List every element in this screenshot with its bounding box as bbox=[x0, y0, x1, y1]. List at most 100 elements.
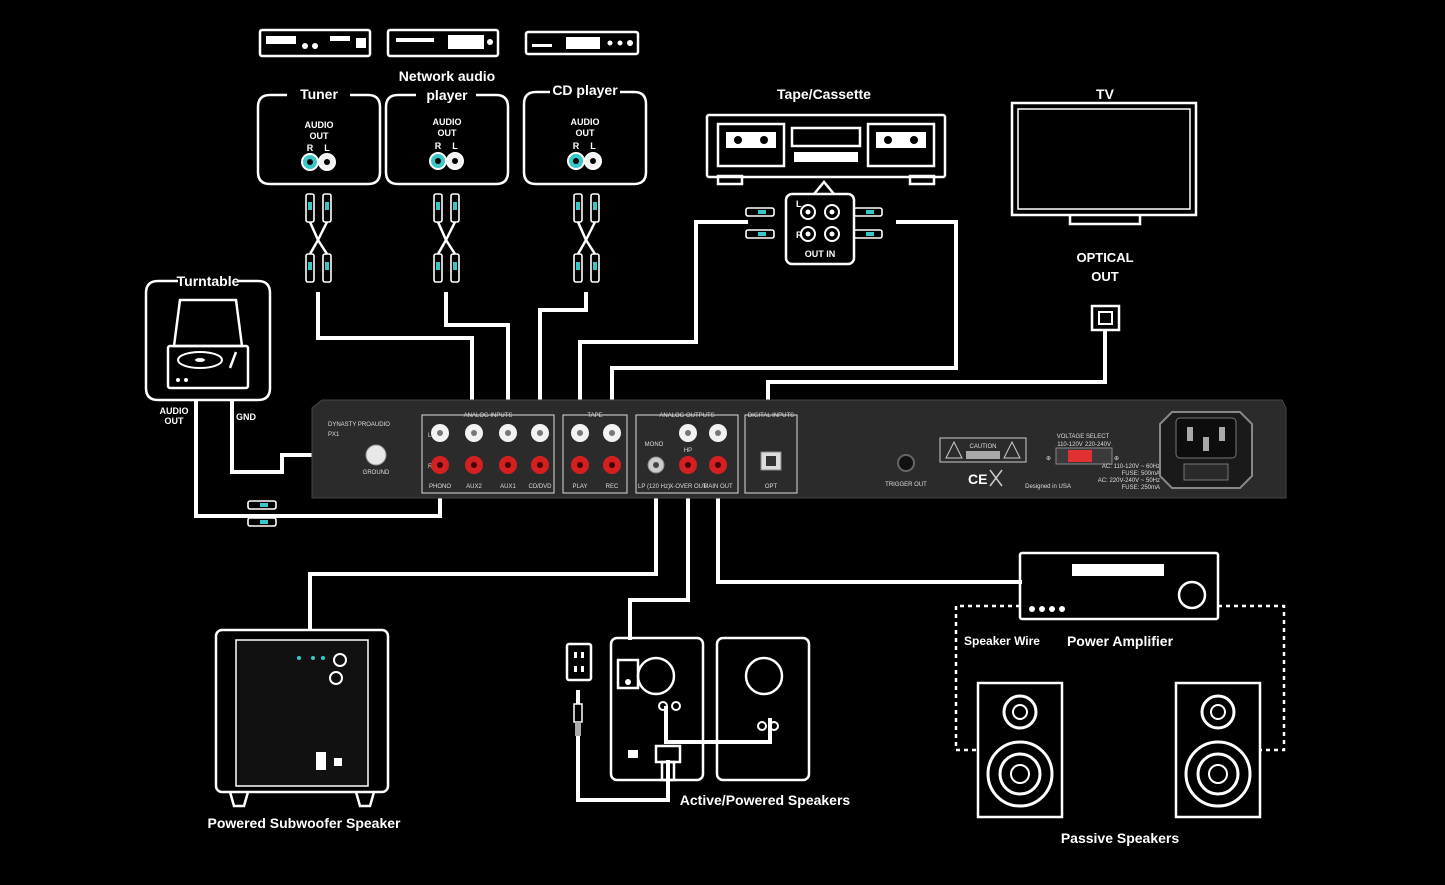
power-spec-2: FUSE: 500mA bbox=[1122, 471, 1160, 477]
tape-cassette-label: Tape/Cassette bbox=[777, 86, 871, 102]
voltage-select-label: VOLTAGE SELECT bbox=[1057, 434, 1110, 440]
voltage-option-110: 110-120V bbox=[1057, 442, 1083, 448]
wire-active bbox=[628, 464, 690, 640]
turntable-device: Turntable AUDIO OUT GND bbox=[144, 273, 272, 426]
cd-player-device-icon bbox=[524, 30, 640, 56]
network-out-label: OUT bbox=[438, 128, 458, 138]
wire-network-to-aux1 bbox=[444, 292, 510, 430]
tv-device: TV OPTICAL OUT bbox=[1010, 86, 1198, 332]
voltage-switch bbox=[1068, 450, 1092, 462]
turntable-label: Turntable bbox=[177, 273, 240, 289]
input-cddvd-label: CD/DVD bbox=[528, 484, 552, 490]
turntable-audio-label: AUDIO bbox=[160, 406, 189, 416]
cd-player-label: CD player bbox=[552, 82, 618, 98]
tape-l-label: L bbox=[796, 199, 802, 209]
cd-out-label: OUT bbox=[576, 128, 596, 138]
power-amplifier-device: Power Amplifier Speaker Wire bbox=[954, 551, 1286, 752]
preamp-model: PX1 bbox=[328, 432, 340, 438]
voltage-plus: ⊕ bbox=[1114, 456, 1119, 462]
digital-inputs-label: DIGITAL INPUTS bbox=[748, 413, 794, 419]
tape-rec-label: REC bbox=[606, 484, 619, 490]
tv-optical-label-line2: OUT bbox=[1091, 269, 1119, 284]
input-jacks-row-l bbox=[431, 424, 549, 442]
power-spec-4: FUSE: 250mA bbox=[1122, 485, 1160, 491]
preamp-brand: DYNASTY PROAUDIO bbox=[328, 422, 390, 428]
power-spec-1: AC: 110-120V ~ 60Hz bbox=[1102, 464, 1160, 470]
tuner-out-label: OUT bbox=[310, 131, 330, 141]
tuner-label: Tuner bbox=[300, 86, 338, 102]
tape-out-in-label: OUT IN bbox=[805, 249, 836, 259]
cd-audio-label: AUDIO bbox=[571, 117, 600, 127]
ce-mark: CE bbox=[968, 471, 987, 487]
cd-r-label: R bbox=[573, 141, 580, 151]
output-mono-label: MONO bbox=[645, 442, 664, 448]
input-aux1-label: AUX1 bbox=[500, 484, 516, 490]
opt-label: OPT bbox=[765, 484, 778, 490]
output-lp-label: LP (120 Hz) bbox=[638, 484, 670, 490]
rca-cable-plugs bbox=[247, 193, 883, 527]
turntable-gnd-label: GND bbox=[236, 412, 257, 422]
network-l-label: L bbox=[452, 141, 458, 151]
subwoofer-device: Powered Subwoofer Speaker bbox=[208, 628, 401, 831]
ground-label: GROUND bbox=[363, 470, 390, 476]
active-speakers-label: Active/Powered Speakers bbox=[680, 792, 851, 808]
wire-tuner-to-aux2 bbox=[316, 292, 474, 430]
passive-speakers-label: Passive Speakers bbox=[1061, 830, 1180, 846]
wire-amp bbox=[716, 464, 1022, 584]
speaker-wire-label: Speaker Wire bbox=[964, 634, 1040, 648]
inputs-r-label: R bbox=[428, 464, 433, 470]
tape-r-label: R bbox=[796, 230, 803, 240]
weee-icon bbox=[989, 469, 1003, 487]
input-jacks-row-r bbox=[431, 456, 549, 474]
speaker-wire-dashed bbox=[954, 604, 1286, 752]
turntable-out-label: OUT bbox=[165, 416, 185, 426]
tv-label: TV bbox=[1096, 86, 1115, 102]
power-spec-3: AC: 220V-240V ~ 50Hz bbox=[1098, 478, 1160, 484]
network-player-label-line1: Network audio bbox=[399, 68, 495, 84]
tuner-device-icon bbox=[258, 28, 372, 58]
network-player-device-icon bbox=[386, 28, 500, 58]
tape-play-label: PLAY bbox=[573, 484, 588, 490]
tuner-r-label: R bbox=[307, 143, 314, 153]
preamp-rear-panel: DYNASTY PROAUDIO PX1 GROUND ANALOG INPUT… bbox=[311, 399, 1287, 499]
tuner-audio-label: AUDIO bbox=[305, 120, 334, 130]
active-speakers-device: Active/Powered Speakers bbox=[609, 636, 851, 808]
iec-power-inlet bbox=[1159, 411, 1253, 489]
output-main-label: MAIN OUT bbox=[703, 484, 733, 490]
trigger-out-label: TRIGGER OUT bbox=[885, 482, 927, 488]
tuner-box: Tuner AUDIO OUT R L bbox=[256, 86, 382, 186]
input-aux2-label: AUX2 bbox=[466, 484, 482, 490]
network-player-label-line2: player bbox=[426, 87, 468, 103]
tape-section-label: TAPE bbox=[587, 413, 602, 419]
output-hp-label: HP bbox=[684, 448, 692, 454]
subwoofer-label: Powered Subwoofer Speaker bbox=[208, 815, 401, 831]
tape-cassette-device: Tape/Cassette L R OUT IN bbox=[705, 86, 947, 266]
power-amplifier-label: Power Amplifier bbox=[1067, 633, 1174, 649]
tv-optical-label-line1: OPTICAL bbox=[1076, 250, 1133, 265]
wire-power-cord bbox=[576, 690, 670, 802]
voltage-minus: ⊕ bbox=[1046, 456, 1051, 462]
analog-outputs-label: ANALOG OUTPUTS bbox=[659, 413, 714, 419]
wire-subwoofer bbox=[308, 464, 658, 630]
inputs-l-label: L bbox=[428, 433, 432, 439]
wire-tape-rec bbox=[610, 220, 958, 430]
designed-in-label: Designed in USA bbox=[1025, 484, 1071, 490]
cd-player-box: CD player AUDIO OUT R L bbox=[522, 82, 648, 186]
tuner-l-label: L bbox=[324, 143, 330, 153]
output-xover-label: X-OVER OUT bbox=[669, 484, 707, 490]
analog-inputs-label: ANALOG INPUTS bbox=[464, 413, 513, 419]
cd-l-label: L bbox=[590, 141, 596, 151]
caution-label: CAUTION bbox=[970, 444, 997, 450]
input-phono-label: PHONO bbox=[429, 484, 451, 490]
network-r-label: R bbox=[435, 141, 442, 151]
network-player-box: Network audio player AUDIO OUT R L bbox=[384, 68, 510, 186]
wire-cd-to-cddvd bbox=[538, 292, 588, 430]
network-audio-label: AUDIO bbox=[433, 117, 462, 127]
wall-outlet-icon bbox=[565, 642, 593, 736]
ground-terminal bbox=[365, 444, 387, 466]
voltage-option-220: 220-240V bbox=[1085, 442, 1111, 448]
wire-tape-play bbox=[578, 220, 748, 430]
passive-speakers-device: Passive Speakers bbox=[976, 681, 1262, 846]
trigger-jack bbox=[897, 454, 915, 472]
